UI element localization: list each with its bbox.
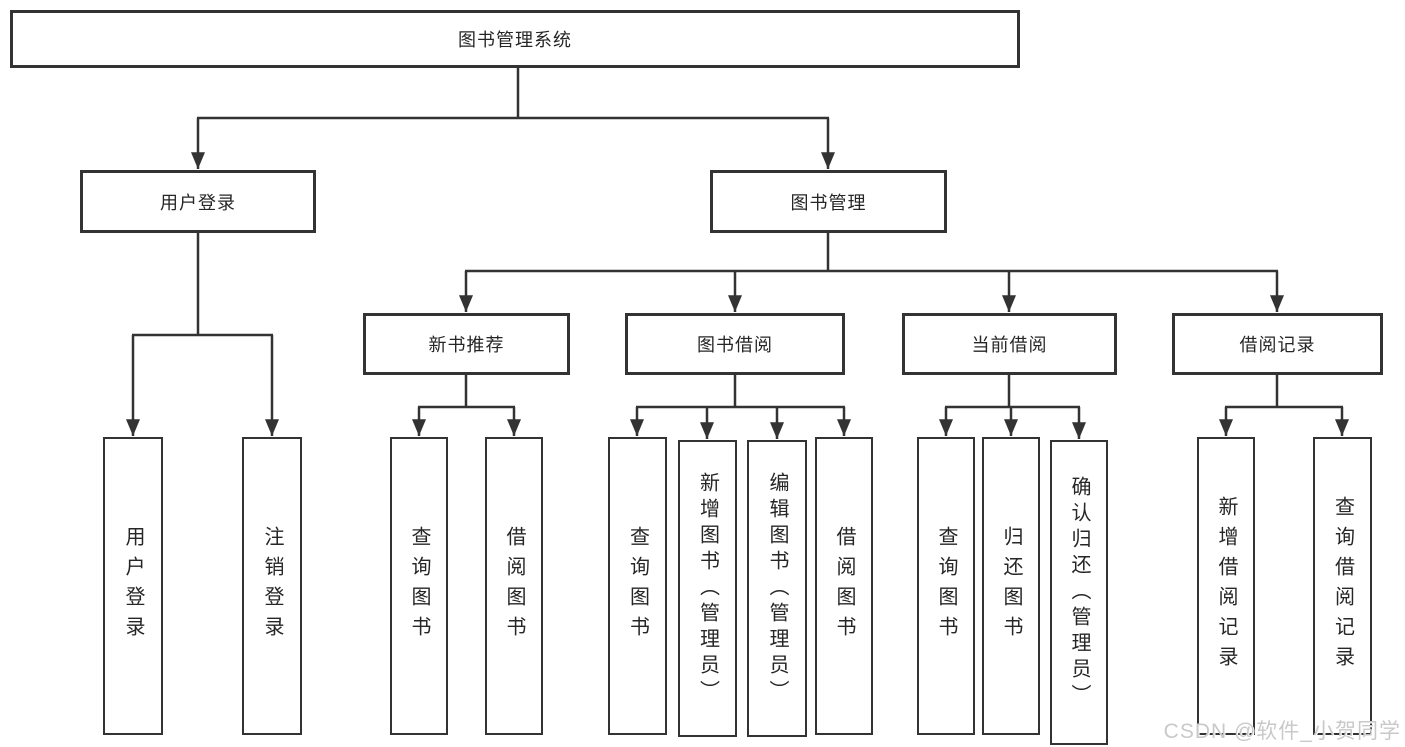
node-book-borrowing: 图书借阅 <box>625 313 845 375</box>
node-root-library-system: 图书管理系统 <box>10 10 1020 68</box>
node-book-management: 图书管理 <box>710 170 947 233</box>
leaf-add-books-admin: 新增图书（管理员） <box>678 440 737 737</box>
connector-current-borrow <box>939 375 1086 440</box>
leaf-add-borrow-record: 新增借阅记录 <box>1197 437 1255 735</box>
leaf-edit-books-admin: 编辑图书（管理员） <box>747 440 807 737</box>
node-new-book-recommend: 新书推荐 <box>363 313 570 375</box>
leaf-confirm-return-admin: 确认归还（管理员） <box>1050 440 1108 745</box>
node-user-login: 用户登录 <box>80 170 316 233</box>
leaf-return-books: 归还图书 <box>982 437 1040 735</box>
leaf-borrow-books: 借阅图书 <box>815 437 873 735</box>
node-current-borrowing: 当前借阅 <box>902 313 1117 375</box>
connector-root <box>191 68 835 169</box>
node-borrowing-records: 借阅记录 <box>1172 313 1383 375</box>
connector-new-book <box>412 375 521 437</box>
connector-user-login <box>126 233 279 437</box>
leaf-query-borrow-record: 查询借阅记录 <box>1313 437 1372 735</box>
leaf-recommend-query-books: 查询图书 <box>390 437 448 735</box>
csdn-watermark: CSDN @软件_小贺同学 <box>1163 720 1401 743</box>
connector-book-mgmt <box>459 233 1284 313</box>
connector-borrow-records <box>1219 375 1349 437</box>
connector-book-borrow <box>630 375 851 440</box>
leaf-logout: 注销登录 <box>242 437 302 735</box>
leaf-recommend-borrow-books: 借阅图书 <box>485 437 543 735</box>
leaf-user-login: 用户登录 <box>103 437 163 735</box>
leaf-current-query-books: 查询图书 <box>917 437 975 735</box>
leaf-borrow-query-books: 查询图书 <box>608 437 667 735</box>
